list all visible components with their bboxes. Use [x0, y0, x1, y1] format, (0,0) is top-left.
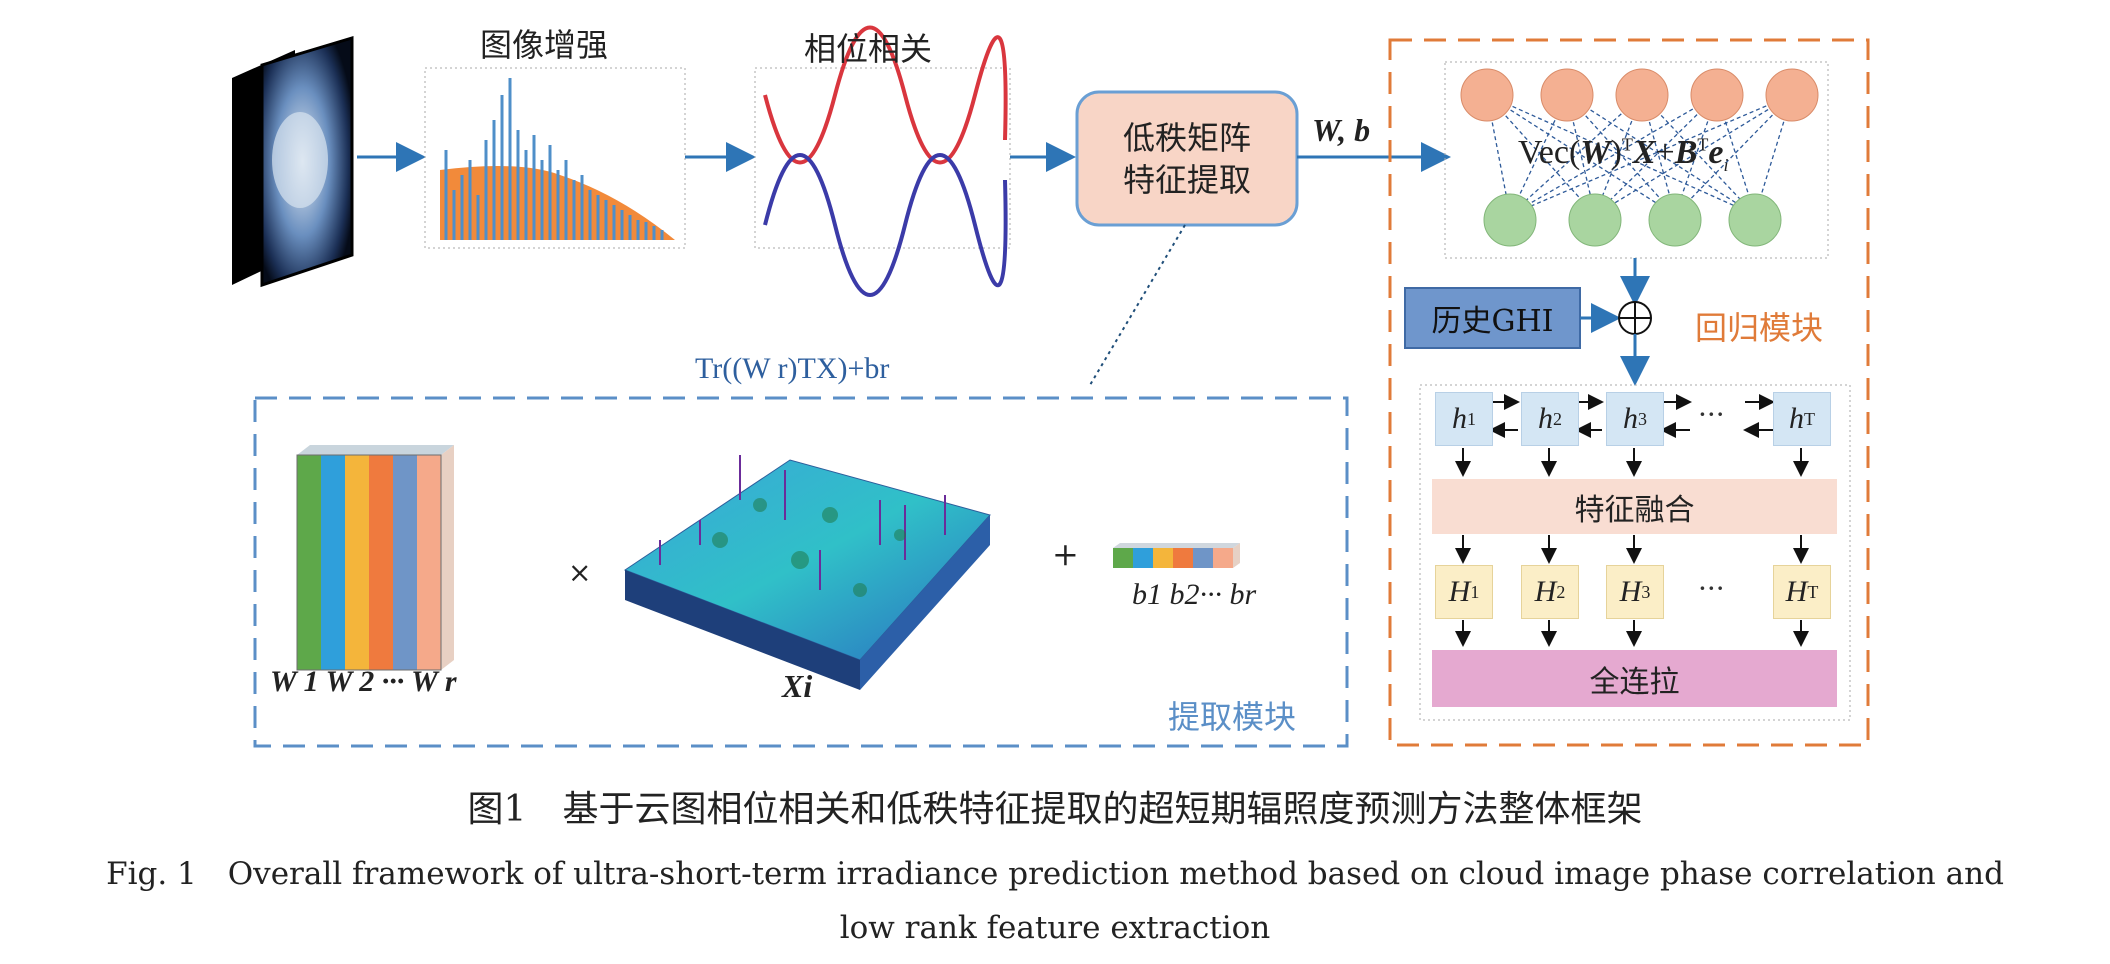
lstm-ellipsis: ···	[1698, 398, 1725, 431]
extraction-module-label: 提取模块	[1168, 698, 1297, 736]
network-formula: Vec(W)TX+BTei	[1518, 134, 1729, 175]
caption-en-line2: low rank feature extraction	[839, 910, 1271, 946]
bias-vector-icon	[1113, 543, 1240, 568]
weight-matrix-stack-icon	[296, 445, 454, 671]
output-ellipsis: ···	[1698, 572, 1725, 605]
extraction-module-border	[253, 396, 1349, 748]
network-icon	[1444, 61, 1829, 259]
wb-label: W, b	[1312, 112, 1371, 148]
fusion-box	[1432, 479, 1837, 534]
history-ghi-label: 历史GHI	[1431, 304, 1554, 339]
weight-label: W 1 W 2 ··· W r	[270, 665, 457, 698]
regression-module-border	[1388, 38, 1870, 747]
caption-en-line1: Fig. 1 Overall framework of ultra-short-…	[106, 856, 2004, 892]
bias-label: b1 b2··· br	[1132, 578, 1257, 611]
3d-surface-icon	[623, 455, 991, 690]
regression-module-label: 回归模块	[1695, 309, 1824, 347]
times-symbol: ×	[568, 556, 592, 589]
histogram-icon	[424, 67, 686, 249]
enhance-label: 图像增强	[480, 26, 609, 64]
lstm-panel	[1419, 384, 1851, 721]
caption-cn: 图1 基于云图相位相关和低秩特征提取的超短期辐照度预测方法整体框架	[467, 789, 1643, 830]
circle-plus-icon	[1618, 301, 1652, 335]
fc-box	[1432, 650, 1837, 707]
connector-line	[1089, 224, 1186, 386]
cloud-image-stack-icon	[232, 35, 354, 288]
fc-label: 全连拉	[1589, 664, 1680, 700]
plus-symbol: +	[1052, 535, 1079, 573]
fusion-label: 特征融合	[1574, 492, 1695, 528]
trace-formula: Tr((W r)TX)+br	[695, 352, 890, 385]
x-label: Xi	[782, 668, 813, 704]
history-ghi-box	[1404, 287, 1581, 349]
phase-label: 相位相关	[804, 30, 933, 68]
lowrank-label: 低秩矩阵 特征提取	[1122, 118, 1251, 199]
